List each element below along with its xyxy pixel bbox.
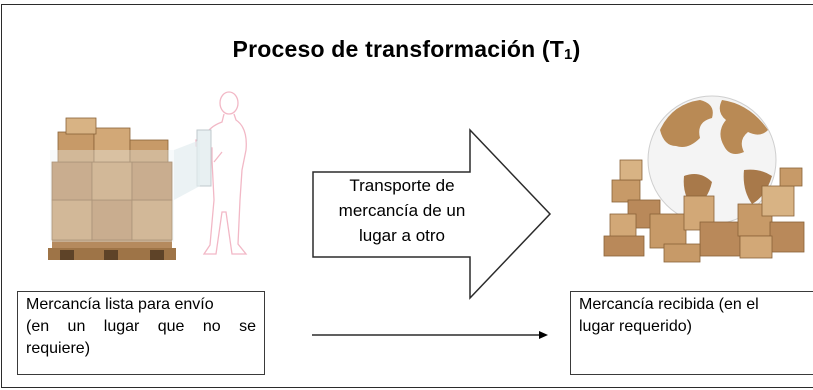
diagram-title: Proceso de transformación (T1) (0, 36, 813, 63)
source-state-line: (en un lugar que no se (26, 318, 256, 335)
source-state-line: requiere) (26, 340, 91, 357)
title-subscript: 1 (564, 46, 573, 63)
boxes-pile-icon (603, 159, 805, 263)
arrow-label-line: lugar a otro (359, 226, 445, 245)
pallet-boxes-illustration (48, 91, 248, 260)
arrow-label-line: Transporte de (349, 176, 455, 195)
target-state-line: Mercancía recibida (en el (579, 296, 759, 313)
flow-arrow (312, 331, 548, 339)
target-state-box: Mercancía recibida (en el lugar requerid… (570, 291, 813, 375)
source-state-box: Mercancía lista para envío (en un lugar … (17, 291, 265, 375)
source-state-line: Mercancía lista para envío (26, 296, 214, 313)
title-close: ) (572, 36, 581, 62)
diagram-frame (1, 4, 813, 388)
title-text: Proceso de transformación (T (232, 36, 565, 62)
target-state-line: lugar requerido) (579, 318, 692, 335)
globe-boxes-illustration (603, 95, 805, 263)
transport-arrow (312, 128, 552, 300)
arrow-label: Transporte de mercancía de un lugar a ot… (312, 173, 492, 248)
arrow-label-line: mercancía de un (338, 201, 466, 220)
